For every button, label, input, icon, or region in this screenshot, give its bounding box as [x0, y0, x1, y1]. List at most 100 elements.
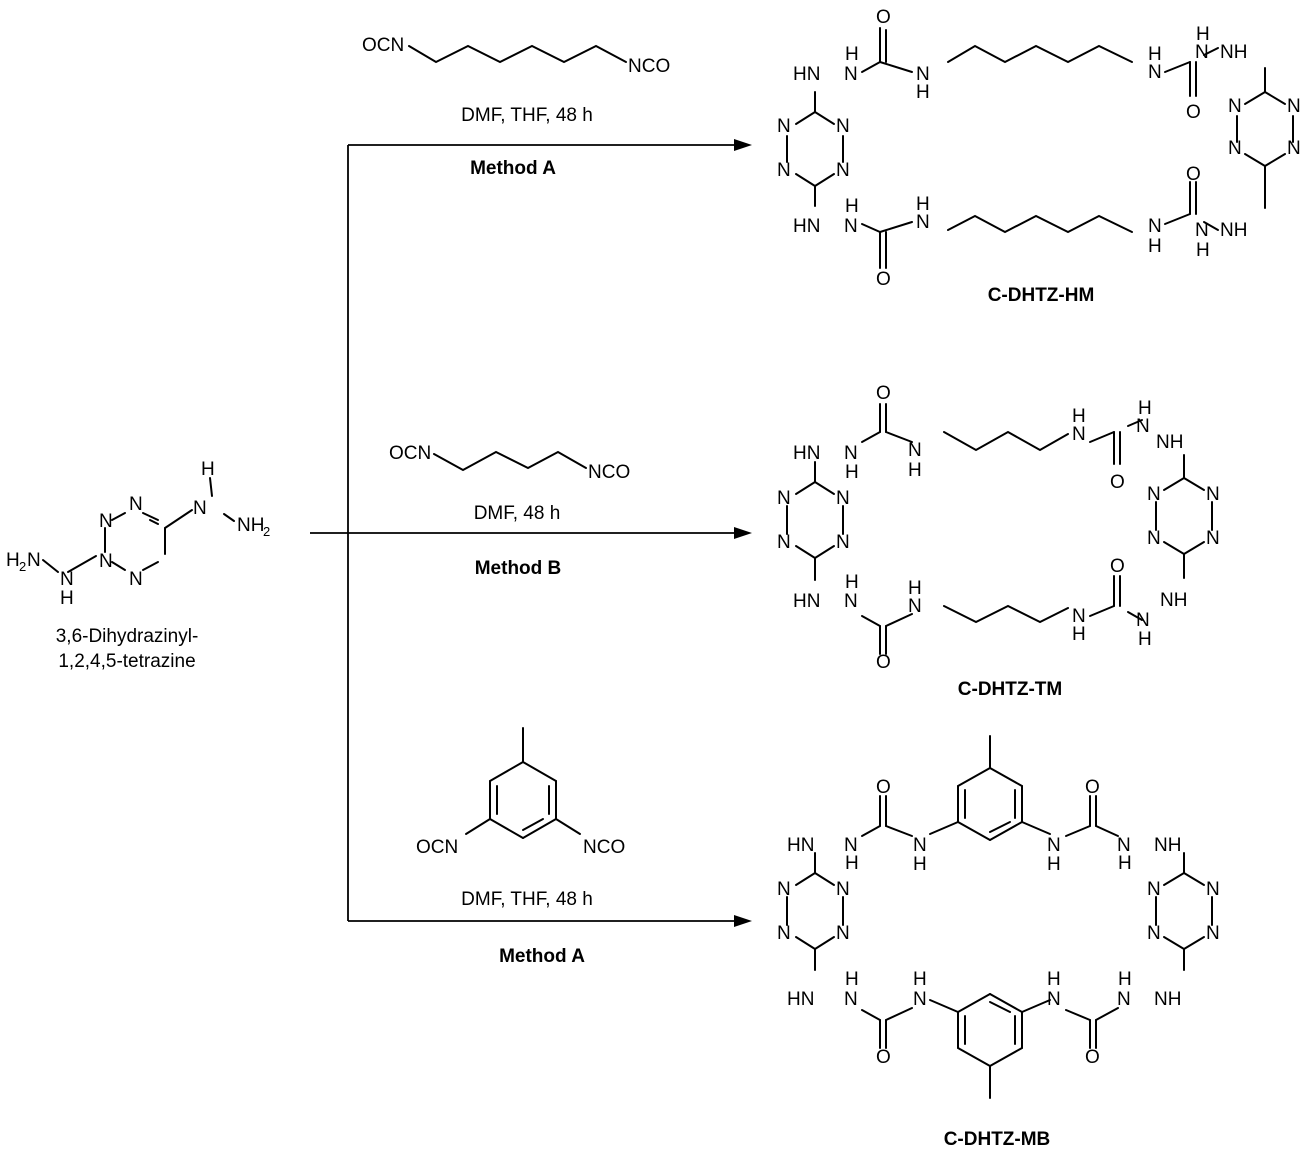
product-3-name: C-DHTZ-MB	[944, 1129, 1051, 1150]
carbonyl-o: O	[1110, 556, 1125, 577]
hydrazine-n: N	[844, 64, 858, 85]
tetrazine-n: N	[129, 569, 143, 590]
amide-h: H	[1148, 236, 1162, 257]
carbonyl-o: O	[876, 7, 891, 28]
route-3-conditions: DMF, THF, 48 h	[461, 889, 593, 910]
amide-h: H	[913, 969, 927, 990]
amide-h: H	[916, 194, 930, 215]
tetrazine-n: N	[1206, 879, 1220, 900]
tetrazine-n: N	[1228, 96, 1242, 117]
reagent-ocn: OCN	[416, 837, 458, 858]
route-2-conditions: DMF, 48 h	[474, 503, 561, 524]
amide-n: N	[916, 212, 930, 233]
product-2-name: C-DHTZ-TM	[958, 679, 1062, 700]
tetrazine-n: N	[1206, 528, 1220, 549]
reagent-ocn: OCN	[362, 35, 404, 56]
tetrazine-n: N	[1206, 923, 1220, 944]
tetrazine-n: N	[99, 511, 113, 532]
hydrazine-n: N	[1117, 835, 1131, 856]
hydrazine-h: H	[845, 969, 859, 990]
hydrazine-n: N	[1195, 42, 1209, 63]
amide-n: N	[1148, 62, 1162, 83]
amide-n: N	[913, 989, 927, 1010]
hydrazine-h: H	[845, 196, 859, 217]
tetrazine-n: N	[777, 488, 791, 509]
carbonyl-o: O	[1110, 472, 1125, 493]
hydrazine-h: H	[1118, 853, 1132, 874]
carbonyl-o: O	[876, 269, 891, 290]
route-3-reagent: OCN NCO DMF, THF, 48 h Method A	[416, 727, 625, 967]
hydrazine-h: H	[201, 459, 215, 480]
reagent-nco: NCO	[628, 56, 670, 77]
hydrazine-h: H	[1138, 629, 1152, 650]
carbonyl-o: O	[1186, 164, 1201, 185]
amide-h: H	[1072, 406, 1086, 427]
product-c-dhtz-mb-structure: O O HN N H N H N H N H NH N N N N N N N …	[777, 735, 1220, 1150]
hydrazine-nh: NH	[1156, 432, 1183, 453]
product-c-dhtz-tm-structure: O HN N H N H N H O N H NH N N N N N N N …	[777, 383, 1220, 700]
amide-h: H	[1047, 854, 1061, 875]
tetrazine-n: N	[1147, 484, 1161, 505]
hydrazine-h: H	[60, 588, 74, 609]
tetrazine-n: N	[1287, 96, 1301, 117]
amine-nh: NH	[237, 515, 264, 536]
hydrazine-nh: NH	[1160, 590, 1187, 611]
reaction-arrows	[310, 139, 752, 927]
amide-n: N	[1072, 424, 1086, 445]
subscript-two: 2	[263, 524, 270, 539]
hydrazine-n: N	[844, 443, 858, 464]
tetrazine-n: N	[1147, 528, 1161, 549]
tetrazine-n: N	[836, 532, 850, 553]
carbonyl-o: O	[876, 1047, 891, 1068]
amide-n: N	[1047, 835, 1061, 856]
starting-material-name-line1: 3,6-Dihydrazinyl-	[56, 626, 199, 647]
hydrazine-hn: HN	[787, 989, 814, 1010]
carbonyl-o: O	[876, 652, 891, 673]
hydrazine-h: H	[845, 44, 859, 65]
amide-h: H	[1047, 969, 1061, 990]
amine-h: H	[6, 550, 20, 571]
route-2-method: Method B	[475, 558, 562, 579]
tetrazine-n: N	[129, 494, 143, 515]
amide-n: N	[1148, 216, 1162, 237]
tetrazine-n: N	[777, 923, 791, 944]
hydrazine-hn: HN	[793, 591, 820, 612]
hydrazine-hn: HN	[793, 216, 820, 237]
hydrazine-nh: NH	[1154, 835, 1181, 856]
hydrazine-h: H	[845, 853, 859, 874]
tetrazine-n: N	[777, 879, 791, 900]
hydrazine-nh: NH	[1220, 42, 1247, 63]
carbonyl-o: O	[876, 383, 891, 404]
amide-h: H	[916, 82, 930, 103]
starting-material-name-line2: 1,2,4,5-tetrazine	[58, 651, 195, 672]
route-1-conditions: DMF, THF, 48 h	[461, 105, 593, 126]
hydrazine-n: N	[844, 216, 858, 237]
hydrazine-n: N	[844, 835, 858, 856]
carbonyl-o: O	[1085, 777, 1100, 798]
amide-h: H	[1148, 44, 1162, 65]
amide-n: N	[1047, 989, 1061, 1010]
hydrazine-h: H	[1138, 398, 1152, 419]
tetrazine-n: N	[1228, 138, 1242, 159]
hydrazine-n: N	[60, 569, 74, 590]
reagent-nco: NCO	[583, 837, 625, 858]
carbonyl-o: O	[876, 777, 891, 798]
amide-n: N	[908, 440, 922, 461]
hydrazine-n: N	[1136, 610, 1150, 631]
hydrazine-hn: HN	[787, 835, 814, 856]
hydrazine-nh: NH	[1154, 989, 1181, 1010]
tetrazine-n: N	[777, 116, 791, 137]
hydrazine-h: H	[1196, 240, 1210, 261]
tetrazine-n: N	[836, 160, 850, 181]
product-1-name: C-DHTZ-HM	[988, 285, 1095, 306]
route-2-reagent: OCN NCO DMF, 48 h Method B	[389, 443, 630, 579]
amine-n: N	[27, 550, 41, 571]
dihydrazinyl-tetrazine-structure: N N N N N H NH 2 H 2 N N H 3,6-Dihydrazi…	[6, 459, 270, 672]
hydrazine-n: N	[193, 498, 207, 519]
route-1-reagent: OCN NCO DMF, THF, 48 h Method A	[362, 35, 670, 179]
amide-h: H	[908, 460, 922, 481]
route-1-method: Method A	[470, 158, 556, 179]
hydrazine-h: H	[845, 462, 859, 483]
tetrazine-n: N	[1147, 923, 1161, 944]
